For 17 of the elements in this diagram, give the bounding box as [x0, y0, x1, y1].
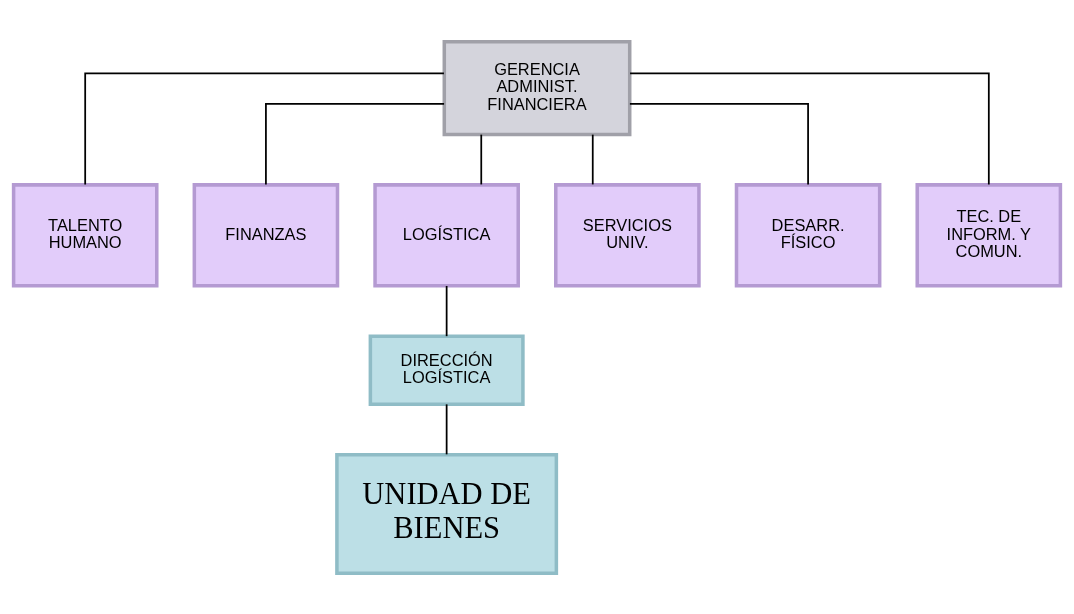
- node-box: LOGÍSTICA: [373, 182, 520, 288]
- node-box: DESARR. FÍSICO: [734, 182, 882, 288]
- connector: [629, 102, 809, 185]
- node-box: FINANZAS: [192, 182, 340, 288]
- connector: [445, 402, 448, 455]
- connector: [480, 133, 483, 185]
- node-box: TALENTO HUMANO: [11, 182, 159, 288]
- connector: [84, 72, 445, 185]
- node-box: SERVICIOS UNIV.: [554, 182, 701, 288]
- connector: [591, 133, 594, 185]
- node-box: TEC. DE INFORM. Y COMUN.: [915, 182, 1063, 288]
- connector: [445, 284, 448, 337]
- connector: [265, 102, 445, 185]
- node-box: GERENCIA ADMINIST. FINANCIERA: [442, 39, 632, 136]
- connector: [629, 72, 990, 185]
- node-box: DIRECCIÓN LOGÍSTICA: [368, 334, 525, 406]
- node-box: UNIDAD DE BIENES: [335, 452, 559, 575]
